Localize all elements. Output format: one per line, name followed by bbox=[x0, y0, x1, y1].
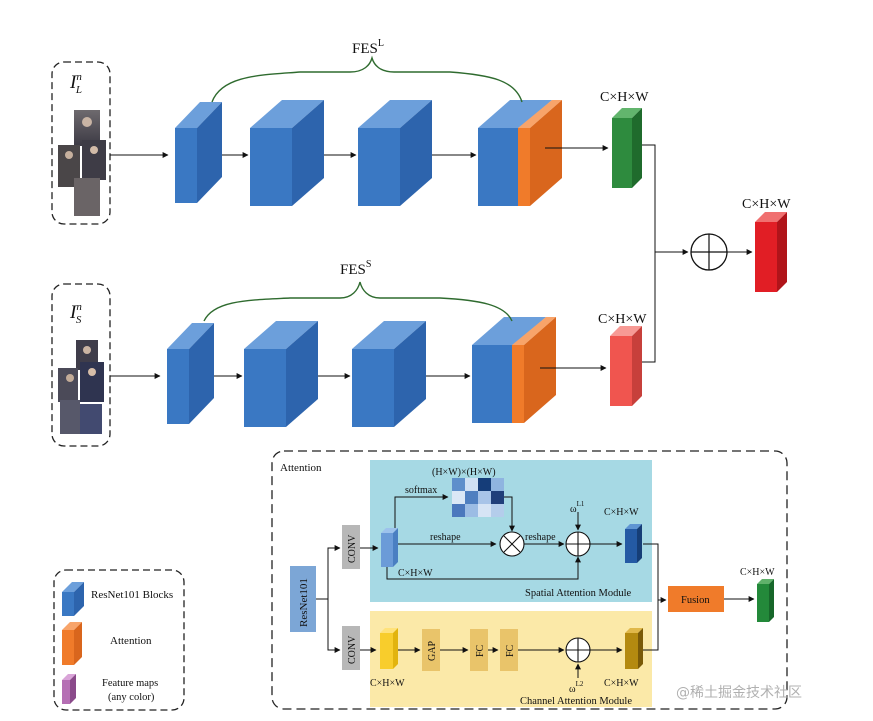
top-resnet-attention-block bbox=[478, 100, 562, 206]
attention-module-title: Attention bbox=[280, 462, 322, 474]
legend-resnet-label: ResNet101 Blocks bbox=[91, 589, 173, 601]
attention-resnet-box bbox=[290, 566, 316, 632]
top-resnet-block-1 bbox=[175, 102, 222, 203]
bottom-resnet-block-1 bbox=[167, 323, 214, 424]
reshape-label-1: reshape bbox=[430, 532, 461, 543]
channel-module-title: Channel Attention Module bbox=[520, 696, 632, 707]
legend-attention-swatch bbox=[62, 622, 82, 665]
channel-sum-icon bbox=[565, 637, 591, 663]
bottom-resnet-attention-block bbox=[472, 317, 556, 423]
fused-output-dims: C×H×W bbox=[742, 197, 791, 212]
bottom-feature-map-red bbox=[610, 326, 642, 406]
spatial-attention-panel bbox=[370, 460, 652, 602]
legend-attention-label: Attention bbox=[110, 635, 152, 647]
conv-bottom-label: CONV bbox=[347, 635, 358, 664]
bottom-fes-label: FESS bbox=[340, 259, 371, 278]
spatial-sum-icon bbox=[565, 531, 591, 557]
legend-feature-label-1: Feature maps bbox=[102, 678, 158, 689]
channel-output-dims: C×H×W bbox=[604, 678, 639, 689]
fc-box-2 bbox=[500, 629, 518, 671]
bottom-person-images bbox=[58, 340, 104, 434]
top-person-images bbox=[58, 110, 106, 216]
legend-resnet-swatch bbox=[62, 582, 84, 616]
fused-feature-map-red bbox=[755, 212, 787, 292]
legend: ResNet101 Blocks Attention Feature maps … bbox=[53, 569, 185, 711]
channel-output-block bbox=[625, 628, 643, 669]
top-feature-dims: C×H×W bbox=[600, 90, 649, 105]
reshape-label-2: reshape bbox=[525, 532, 556, 543]
omega-2-label: ωL2 bbox=[569, 680, 584, 695]
conv-top-label: CONV bbox=[347, 534, 358, 563]
spatial-input-block bbox=[381, 528, 398, 567]
attention-module: Attention ResNet101 CONV CONV C×H×W soft… bbox=[271, 450, 788, 710]
conv-top-box bbox=[342, 525, 360, 569]
matrix-multiply-icon bbox=[499, 531, 525, 557]
top-feature-map-green bbox=[612, 108, 642, 188]
attention-resnet-label: ResNet101 bbox=[298, 578, 310, 627]
hw-matrix-label: (H×W)×(H×W) bbox=[432, 467, 496, 478]
fc-label-2: FC bbox=[505, 644, 516, 657]
fc-box-1 bbox=[470, 629, 488, 671]
fc-label-1: FC bbox=[475, 644, 486, 657]
channel-input-dims: C×H×W bbox=[370, 678, 405, 689]
spatial-output-block bbox=[625, 524, 642, 563]
gap-label: GAP bbox=[427, 641, 438, 661]
omega-1-label: ωL1 bbox=[570, 500, 585, 515]
top-resnet-block-2 bbox=[250, 100, 324, 206]
attention-output-block bbox=[757, 579, 774, 622]
bottom-fes-brace bbox=[203, 281, 513, 322]
bottom-resnet-block-3 bbox=[352, 321, 426, 427]
bottom-input-box bbox=[51, 283, 111, 447]
channel-input-block bbox=[380, 628, 398, 669]
spatial-input-dims: C×H×W bbox=[398, 568, 433, 579]
legend-feature-map-swatch bbox=[62, 674, 76, 704]
spatial-output-dims: C×H×W bbox=[604, 507, 639, 518]
conv-bottom-box bbox=[342, 626, 360, 670]
attention-matrix-heatmap bbox=[452, 478, 504, 517]
top-input-box bbox=[51, 61, 111, 225]
spatial-module-title: Spatial Attention Module bbox=[525, 588, 631, 599]
element-wise-sum-icon bbox=[690, 233, 728, 271]
watermark: @稀土掘金技术社区 bbox=[676, 685, 802, 701]
legend-feature-label-2: (any color) bbox=[108, 692, 155, 703]
attention-output-dims: C×H×W bbox=[740, 567, 775, 578]
top-fes-label: FESL bbox=[352, 38, 384, 57]
top-fes-brace bbox=[211, 55, 523, 103]
bottom-resnet-block-2 bbox=[244, 321, 318, 427]
top-resnet-block-3 bbox=[358, 100, 432, 206]
gap-box bbox=[422, 629, 440, 671]
bottom-feature-dims: C×H×W bbox=[598, 312, 647, 327]
fusion-box bbox=[668, 586, 724, 612]
softmax-label: softmax bbox=[405, 485, 437, 496]
fusion-label: Fusion bbox=[681, 595, 710, 606]
